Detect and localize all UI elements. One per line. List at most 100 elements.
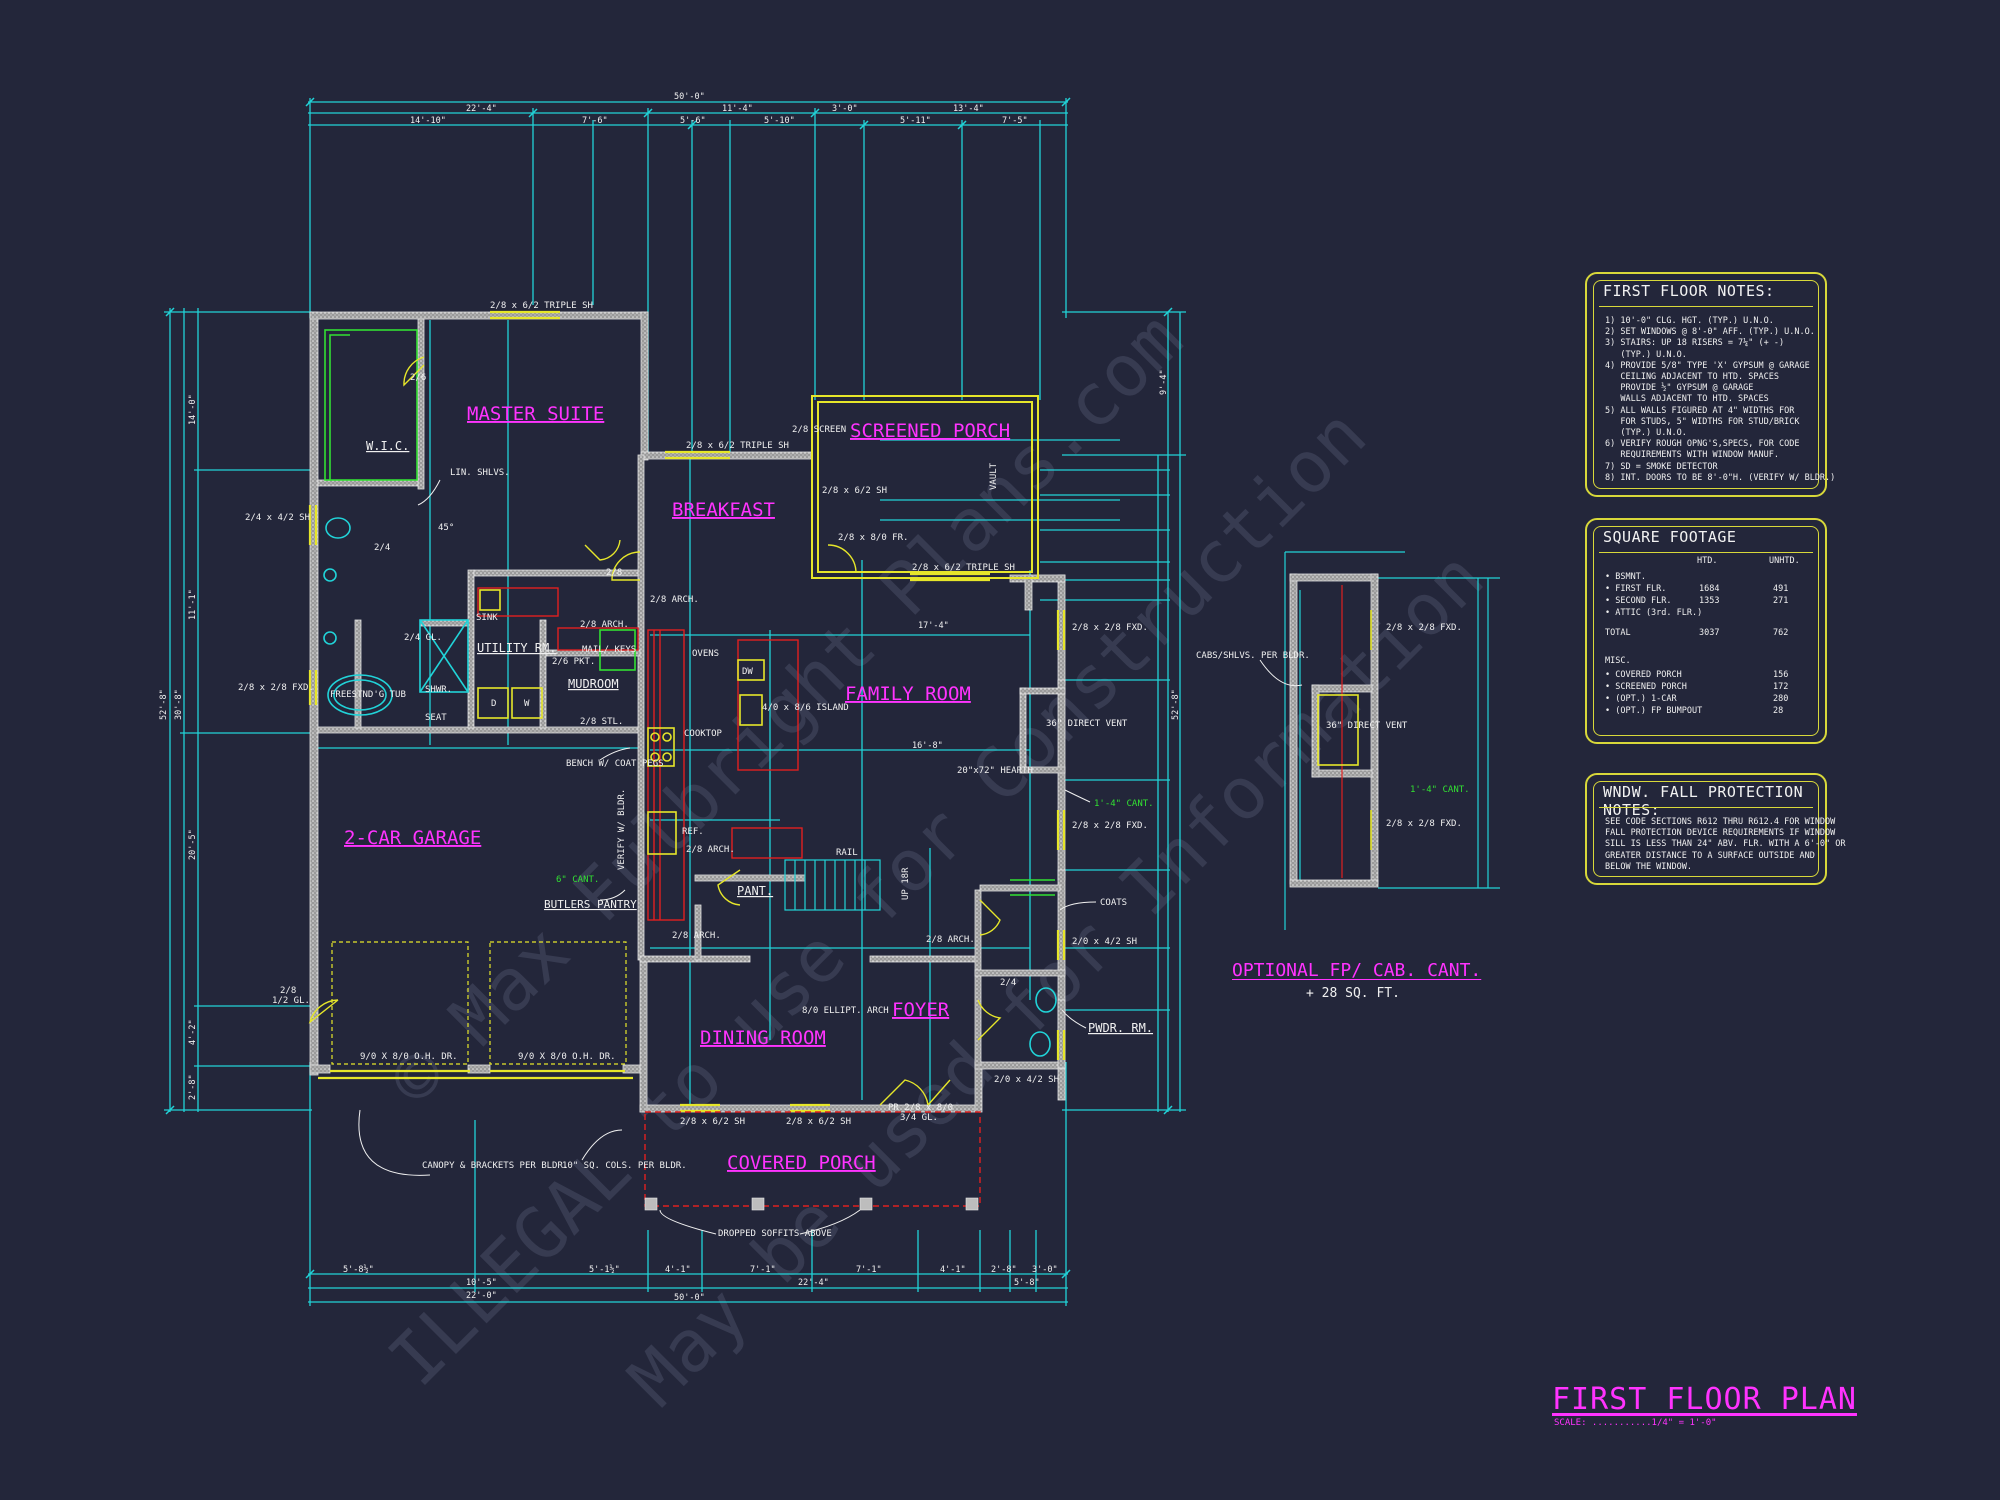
dim-16-8: 16'-8" — [912, 741, 943, 751]
square-footage-row-htd: 1353 — [1699, 596, 1720, 606]
door-swings — [308, 356, 1002, 1106]
square-footage-inner — [1593, 526, 1819, 736]
arch-4: 2/8 ARCH. — [672, 931, 721, 941]
square-footage-row-label: • (OPT.) 1-CAR — [1605, 694, 1677, 704]
optional-fp-title: OPTIONAL FP/ CAB. CANT. — [1232, 960, 1482, 981]
opt-cabs: CABS/SHLVS. PER BLDR. — [1196, 651, 1310, 661]
arch-5: 2/8 ARCH. — [926, 935, 975, 945]
dim-10-5: 10'-5" — [466, 1278, 497, 1288]
optional-fp-detail: CABS/SHLVS. PER BLDR. 36" DIRECT VENT 2/… — [1196, 551, 1500, 930]
opt-fxd-1: 2/8 x 2/8 FXD. — [1386, 623, 1462, 633]
door-front-gl: 3/4 GL. — [900, 1113, 938, 1123]
square-footage-row-label: • FIRST FLR. — [1605, 584, 1667, 594]
square-footage-row: • ATTIC (3rd. FLR.) — [1605, 608, 1811, 619]
square-footage-col-unhtd: UNHTD. — [1769, 556, 1800, 566]
square-footage-row-label: • SCREENED PORCH — [1605, 682, 1687, 692]
square-columns: 10" SQ. COLS. PER BLDR. — [562, 1161, 687, 1171]
door-garage: 2/8 — [280, 986, 296, 996]
room-labels: MASTER SUITE SCREENED PORCH BREAKFAST FA… — [344, 403, 1010, 1174]
freestanding-tub: FREESTND'G TUB — [330, 690, 406, 700]
dim-17-4: 17'-4" — [918, 621, 949, 631]
win-sp-sh: 2/8 x 6/2 SH — [822, 486, 887, 496]
square-footage-row-unhtd: 280 — [1773, 694, 1789, 704]
room-foyer: FOYER — [892, 999, 950, 1021]
square-footage-row-label: TOTAL — [1605, 628, 1631, 638]
square-footage-row: • BSMNT. — [1605, 572, 1811, 583]
stair — [784, 859, 881, 911]
square-footage-rule — [1599, 552, 1813, 553]
cant-6: 6" CANT. — [556, 875, 599, 885]
dim-overall-top: 50'-0" — [674, 92, 705, 102]
watermark-line-2: ILLEGAL to use for Construction — [373, 392, 1383, 1402]
dim-7-6: 7'-6" — [582, 116, 608, 126]
first-floor-notes-inner — [1593, 280, 1819, 489]
first-floor-notes-title: FIRST FLOOR NOTES: — [1603, 282, 1775, 300]
seat: SEAT — [425, 713, 447, 723]
dimension-lines — [164, 98, 1186, 1306]
dim-11-4: 11'-4" — [722, 104, 753, 114]
square-footage-row-unhtd: 491 — [1773, 584, 1789, 594]
island: 4/0 x 8/6 ISLAND — [762, 703, 849, 713]
room-dining-room: DINING ROOM — [700, 1027, 826, 1049]
square-footage-row-label: • (OPT.) FP BUMPOUT — [1605, 706, 1703, 716]
square-footage-row-label: • SECOND FLR. — [1605, 596, 1672, 606]
room-pwdr: PWDR. RM. — [1088, 1021, 1153, 1035]
dryer: D — [491, 699, 496, 709]
verify-with-builder: VERIFY W/ BLDR. — [617, 789, 627, 870]
arch-3: 2/8 ARCH. — [686, 845, 735, 855]
angle-45: 45° — [438, 523, 454, 533]
room-garage: 2-CAR GARAGE — [344, 827, 481, 849]
garage-doors — [331, 941, 627, 1065]
win-sp-fr: 2/8 x 8/0 FR. — [838, 533, 908, 543]
plan-scale: SCALE: ...........1/4" = 1'-0" — [1554, 1418, 1717, 1428]
lin-shelves: LIN. SHLVS. — [450, 468, 510, 478]
windows — [308, 310, 1066, 1113]
porch-columns — [644, 1197, 979, 1211]
kitchen-counters — [477, 587, 803, 921]
opt-fxd-2: 2/8 x 2/8 FXD. — [1386, 819, 1462, 829]
pocket-door: 2/6 PKT. — [552, 657, 595, 667]
room-wic: W.I.C. — [366, 439, 409, 453]
room-utility: UTILITY RM. — [477, 641, 556, 655]
vault: VAULT — [989, 462, 999, 490]
square-footage-row: MISC. — [1605, 656, 1811, 667]
room-pant: PANT. — [737, 884, 773, 898]
dishwasher: DW — [742, 667, 753, 677]
hearth: 20"x72" HEARTH — [957, 766, 1033, 776]
square-footage-row: • (OPT.) 1-CAR 280 — [1605, 694, 1811, 705]
dim-5-8c: 5'-8" — [1014, 1278, 1040, 1288]
room-breakfast: BREAKFAST — [672, 499, 775, 521]
washer: W — [524, 699, 530, 709]
square-footage-row-htd: 1684 — [1699, 584, 1720, 594]
sink: SINK — [476, 613, 498, 623]
square-footage-row-label: • ATTIC (3rd. FLR.) — [1605, 608, 1703, 618]
square-footage-row-unhtd: 156 — [1773, 670, 1789, 680]
cooktop: COOKTOP — [684, 729, 723, 739]
kitchen-appliances — [477, 589, 765, 855]
dim-left-2: 2'-8" — [188, 1074, 198, 1100]
dim-22-0: 22'-0" — [466, 1291, 497, 1301]
square-footage-row-htd: 3037 — [1699, 628, 1720, 638]
cant-1-4: 1'-4" CANT. — [1094, 799, 1154, 809]
win-front2: 2/8 x 6/2 SH — [786, 1117, 851, 1127]
win-left-sh: 2/4 x 4/2 SH — [245, 513, 310, 523]
fall-protection-notes-inner — [1593, 781, 1819, 877]
square-footage-title: SQUARE FOOTAGE — [1603, 528, 1737, 546]
bath-fixtures — [323, 517, 1057, 1057]
dim-7-1a: 7'-1" — [750, 1265, 776, 1275]
dim-14-10: 14'-10" — [410, 116, 446, 126]
stl-door: 2/8 STL. — [580, 717, 623, 727]
win-right-sh: 2/0 x 4/2 SH — [1072, 937, 1137, 947]
dim-13-4: 13'-4" — [953, 104, 984, 114]
dim-right-52: 52'-8" — [1171, 689, 1181, 720]
room-labels-small: UTILITY RM. MUDROOM W.I.C. PANT. PWDR. R… — [366, 439, 1153, 1035]
screened-porch-outline — [811, 395, 1039, 579]
shower: SHWR. — [425, 685, 452, 695]
square-footage-row-unhtd: 762 — [1773, 628, 1789, 638]
oh-door-2: 9/0 X 8/0 O.H. DR. — [518, 1052, 616, 1062]
win-left-fxd: 2/8 x 2/8 FXD. — [238, 683, 314, 693]
square-footage-row: TOTAL 3037 762 — [1605, 628, 1811, 639]
dim-5-6: 5'-6" — [680, 116, 706, 126]
